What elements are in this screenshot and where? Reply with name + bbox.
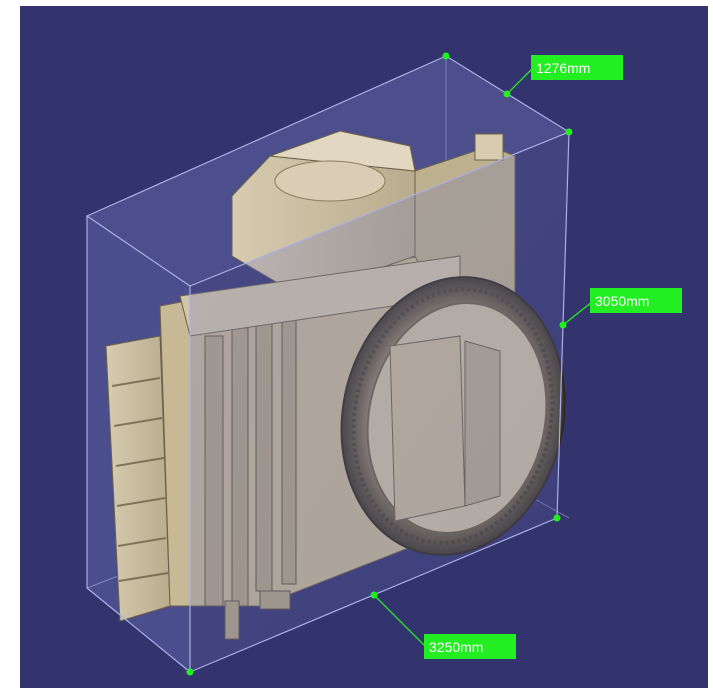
svg-text:3250mm: 3250mm — [429, 639, 483, 655]
svg-text:1276mm: 1276mm — [536, 60, 590, 76]
cad-viewport[interactable]: 1276mm 3050mm 3250mm — [20, 6, 708, 688]
dimension-height-label[interactable]: 3050mm — [590, 288, 682, 313]
svg-text:3050mm: 3050mm — [595, 293, 649, 309]
dimension-depth-label[interactable]: 1276mm — [531, 55, 623, 80]
cad-scene: 1276mm 3050mm 3250mm — [85, 52, 682, 676]
dimension-width-label[interactable]: 3250mm — [424, 634, 516, 659]
dimension-leaders — [373, 67, 593, 647]
